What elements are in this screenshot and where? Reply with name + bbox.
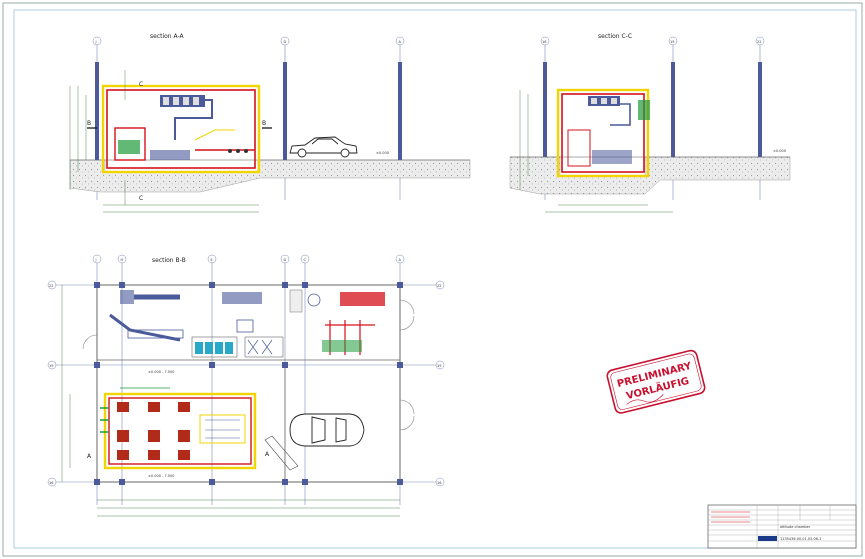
grid-label: A (399, 258, 402, 262)
car-side-view (289, 136, 358, 158)
car-top-view (289, 413, 365, 447)
grid-label: 22 (437, 284, 441, 288)
inner-border (13, 9, 857, 549)
cut-label-b: B (87, 120, 91, 127)
ground-soil (509, 156, 791, 195)
drawing-number: 1135436.00.01.03.06-1 (780, 537, 821, 541)
grid-label: 19 (670, 40, 674, 44)
upper-equipment (109, 289, 385, 358)
cut-label-a: A (265, 451, 270, 458)
chamber-wall (561, 93, 645, 173)
section-c-c-title: section C-C (598, 33, 632, 40)
cut-label-c: C (139, 81, 143, 88)
grid-label: 19 (49, 364, 53, 368)
cut-label-a: A (87, 453, 92, 460)
grid-label: 16 (542, 40, 546, 44)
drawing-title: altitude chamber (780, 525, 811, 529)
chamber-wall (106, 89, 256, 169)
section-c-c: section C-C 16 19 22 ±0.000 (509, 33, 791, 213)
machinery (150, 150, 190, 160)
grid-label: E (211, 258, 213, 262)
grid-label: A (399, 40, 402, 44)
grid-label: 22 (49, 284, 53, 288)
grid-bubbles-aa: J D A (92, 36, 405, 46)
inner-room (114, 127, 146, 161)
grid-label: 22 (757, 40, 761, 44)
section-a-a: section A-A J D A (69, 33, 471, 213)
grid-label: C (304, 258, 307, 262)
section-b-b-title: section B-B (152, 257, 186, 264)
cut-label-c: C (139, 195, 143, 202)
level-label: ±0.000 (773, 149, 786, 153)
grid-label: 19 (437, 364, 441, 368)
chamber-insulation-plan (103, 392, 257, 470)
grid-label: 16 (49, 481, 53, 485)
level-label: ±0.000 - 7.500 (148, 474, 174, 478)
cut-label-b: B (262, 120, 266, 127)
grid-label: 16 (437, 481, 441, 485)
building-outline (96, 284, 401, 483)
chamber-insulation (101, 84, 261, 174)
section-a-a-title: section A-A (150, 33, 185, 40)
chamber-insulation (556, 88, 650, 178)
grid-label: D (284, 258, 287, 262)
level-label: ±0.000 - 7.500 (148, 370, 174, 374)
grid-label: J (95, 258, 97, 262)
grid-label: J (95, 40, 97, 44)
chamber-wall-plan (108, 397, 252, 465)
level-label: ±0.000 (376, 151, 389, 155)
company-logo (758, 536, 777, 541)
preliminary-stamp: PRELIMINARY VORLÄUFIG (606, 349, 706, 414)
chamber-modules (117, 402, 190, 460)
section-b-b-plan: section B-B J H E D C A (47, 254, 445, 517)
grid-label: D (284, 40, 287, 44)
ground-soil (69, 159, 471, 193)
title-block: altitude chamber 1135436.00.01.03.06-1 (707, 504, 857, 549)
grid-label: H (121, 258, 124, 262)
